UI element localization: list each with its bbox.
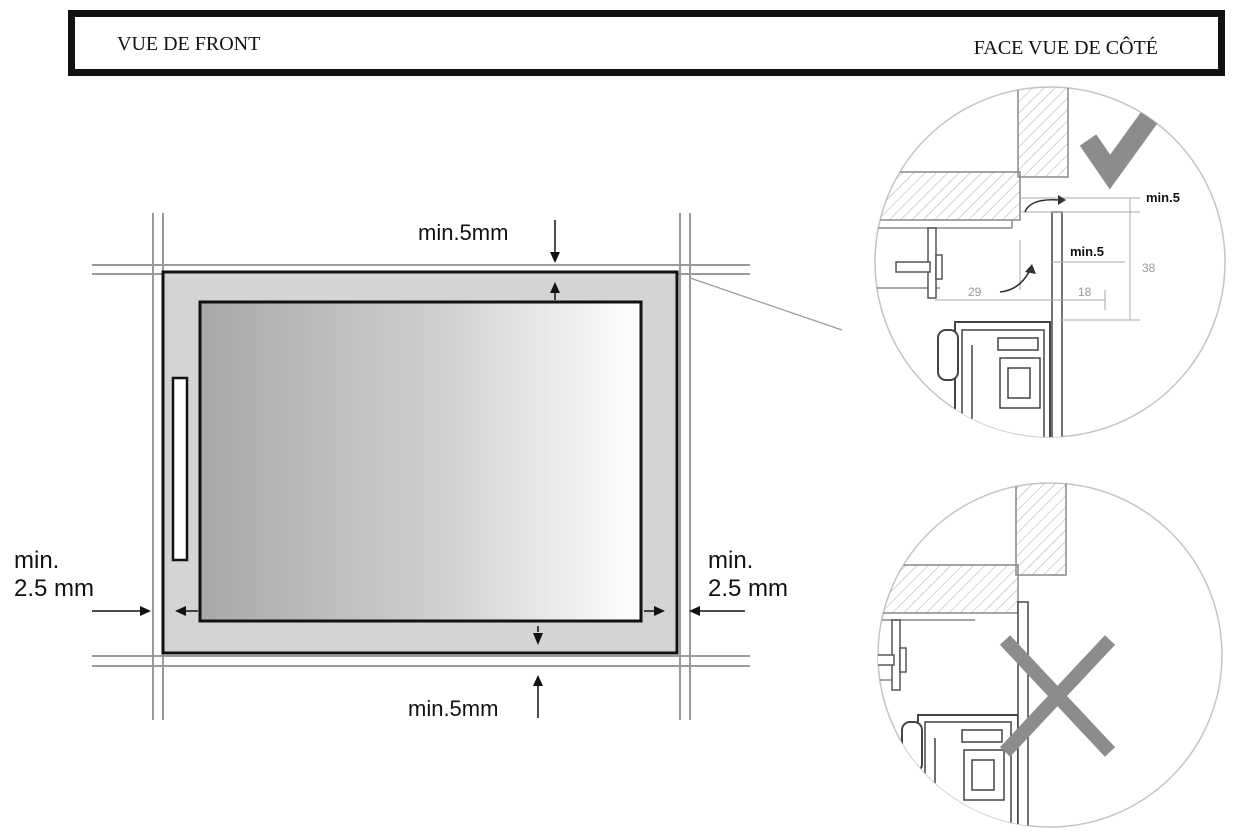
gap-top-label: min.5 bbox=[1146, 190, 1180, 205]
top-clearance-indicator bbox=[550, 220, 560, 300]
side-view-incorrect bbox=[877, 482, 1223, 828]
side-view-title: FACE VUE DE CÔTÉ bbox=[973, 37, 1158, 59]
dim-door-label: 18 bbox=[1078, 285, 1092, 299]
left-clearance-indicator bbox=[92, 606, 198, 616]
door-handle bbox=[171, 376, 189, 562]
dim-height-label: 38 bbox=[1142, 261, 1156, 275]
dim-depth-label: 29 bbox=[968, 285, 982, 299]
front-view: min.5mm min.5mm min. 2.5 mm min. 2.5 mm bbox=[14, 213, 843, 721]
side-view-correct: min.5 min.5 29 18 38 bbox=[874, 86, 1226, 438]
front-view-title: VUE DE FRONT bbox=[117, 33, 261, 55]
cross-icon bbox=[999, 635, 1116, 757]
left-clearance-label-line1: min. bbox=[14, 547, 59, 574]
right-clearance-label-line1: min. bbox=[708, 547, 753, 574]
header-box: VUE DE FRONT FACE VUE DE CÔTÉ bbox=[68, 10, 1225, 76]
bottom-clearance-label: min.5mm bbox=[408, 696, 498, 721]
left-clearance-label-line2: 2.5 mm bbox=[14, 575, 94, 602]
bottom-clearance-indicator bbox=[533, 626, 543, 718]
right-clearance-indicator bbox=[644, 606, 745, 616]
right-clearance-label-line2: 2.5 mm bbox=[708, 575, 788, 602]
top-clearance-label: min.5mm bbox=[418, 220, 508, 245]
detail-leader-line bbox=[689, 277, 843, 331]
glass-panel bbox=[198, 300, 643, 623]
gap-inner-label: min.5 bbox=[1070, 244, 1104, 259]
